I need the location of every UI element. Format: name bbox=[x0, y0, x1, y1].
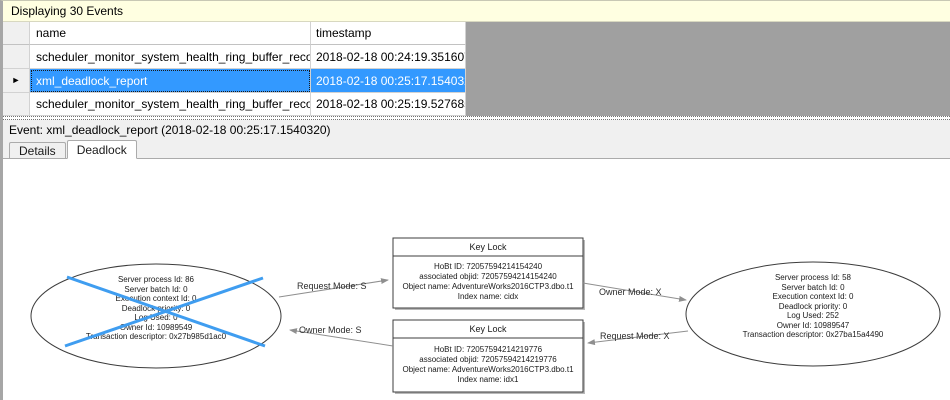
lock-bottom-details[interactable]: HoBt ID: 72057594214219776 associated ob… bbox=[394, 339, 582, 391]
event-name-cell: xml_deadlock_report bbox=[30, 69, 311, 93]
grid-header-row: name timestamp bbox=[3, 22, 950, 45]
edge-owner-s bbox=[289, 328, 394, 347]
hobt-id: HoBt ID: 72057594214154240 bbox=[433, 262, 543, 271]
edge-request-x bbox=[587, 330, 689, 346]
event-timestamp-cell: 2018-02-18 00:25:17.1540320 bbox=[311, 69, 466, 93]
process-details[interactable]: Server process Id: 58 Server batch Id: 0… bbox=[693, 273, 933, 340]
table-row[interactable]: scheduler_monitor_system_health_ring_buf… bbox=[3, 45, 950, 69]
row-selector-cell: ► bbox=[3, 69, 30, 93]
edge-owner-x bbox=[582, 282, 687, 302]
deadlock-priority: Deadlock priority: 0 bbox=[778, 301, 848, 311]
lock-node-top[interactable] bbox=[392, 237, 584, 309]
row-selector-header bbox=[3, 22, 30, 45]
event-name-cell: scheduler_monitor_system_health_ring_buf… bbox=[30, 93, 311, 116]
transaction-descriptor: Transaction descriptor: 0x27ba15a4490 bbox=[742, 330, 884, 339]
current-row-indicator-icon: ► bbox=[11, 75, 21, 85]
index-name: Index name: cidx bbox=[457, 292, 519, 301]
lock-bottom-title: Key Lock bbox=[469, 324, 507, 334]
table-row-selected[interactable]: ► xml_deadlock_report 2018-02-18 00:25:1… bbox=[3, 69, 950, 93]
edge-label-request-x: Request Mode: X bbox=[600, 331, 670, 341]
log-used: Log Used: 252 bbox=[786, 311, 840, 320]
event-timestamp-cell: 2018-02-18 00:25:19.5276859 bbox=[311, 93, 466, 116]
deadlock-graph-panel: Server process Id: 86 Server batch Id: 0… bbox=[3, 159, 950, 400]
displayed-events-bar: Displaying 30 Events bbox=[3, 1, 950, 22]
edge-request-s bbox=[278, 278, 389, 298]
execution-context-id: Execution context Id: 0 bbox=[115, 294, 197, 303]
selected-event-label: Event: xml_deadlock_report (2018-02-18 0… bbox=[3, 120, 950, 140]
owner-id: Owner Id: 10989547 bbox=[776, 320, 850, 330]
edge-label-owner-x: Owner Mode: X bbox=[599, 287, 662, 297]
column-header-timestamp[interactable]: timestamp bbox=[311, 22, 466, 45]
execution-context-id: Execution context Id: 0 bbox=[772, 292, 854, 301]
edge-label-owner-s: Owner Mode: S bbox=[299, 325, 362, 335]
lock-top-title: Key Lock bbox=[469, 242, 507, 252]
horizontal-splitter[interactable] bbox=[3, 116, 950, 120]
events-grid: name timestamp scheduler_monitor_system_… bbox=[3, 22, 950, 116]
server-batch-id: Server batch Id: 0 bbox=[124, 284, 188, 294]
lock-top-details[interactable]: HoBt ID: 72057594214154240 associated ob… bbox=[394, 257, 582, 307]
process-node[interactable] bbox=[685, 261, 941, 367]
object-name: Object name: AdventureWorks2016CTP3.dbo.… bbox=[402, 365, 574, 374]
event-name-cell: scheduler_monitor_system_health_ring_buf… bbox=[30, 45, 311, 69]
deadlock-priority: Deadlock priority: 0 bbox=[121, 303, 191, 313]
table-row[interactable]: scheduler_monitor_system_health_ring_buf… bbox=[3, 93, 950, 116]
edge-label-request-s: Request Mode: S bbox=[297, 281, 367, 291]
associated-objid: associated objid: 72057594214154240 bbox=[419, 272, 557, 281]
event-timestamp-cell: 2018-02-18 00:24:19.3516078 bbox=[311, 45, 466, 69]
server-batch-id: Server batch Id: 0 bbox=[781, 282, 845, 292]
tab-details[interactable]: Details bbox=[9, 142, 66, 158]
deadlock-graph-shapes bbox=[30, 237, 941, 394]
tab-deadlock[interactable]: Deadlock bbox=[66, 140, 137, 159]
log-used: Log Used: 0 bbox=[134, 313, 178, 322]
detail-tabs: Details Deadlock bbox=[3, 140, 950, 159]
row-selector-cell bbox=[3, 93, 30, 116]
index-name: Index name: idx1 bbox=[457, 375, 519, 384]
column-header-name[interactable]: name bbox=[30, 22, 311, 45]
associated-objid: associated objid: 72057594214219776 bbox=[419, 355, 557, 364]
row-selector-cell bbox=[3, 45, 30, 69]
hobt-id: HoBt ID: 72057594214219776 bbox=[433, 345, 543, 354]
lock-node-bottom[interactable] bbox=[392, 319, 584, 393]
server-process-id: Server process Id: 58 bbox=[774, 273, 852, 282]
object-name: Object name: AdventureWorks2016CTP3.dbo.… bbox=[402, 282, 574, 291]
transaction-descriptor: Transaction descriptor: 0x27b985d1ac0 bbox=[85, 332, 227, 341]
process-victim-details[interactable]: Server process Id: 86 Server batch Id: 0… bbox=[36, 275, 276, 342]
server-process-id: Server process Id: 86 bbox=[117, 275, 195, 284]
owner-id: Owner Id: 10989549 bbox=[119, 322, 193, 332]
